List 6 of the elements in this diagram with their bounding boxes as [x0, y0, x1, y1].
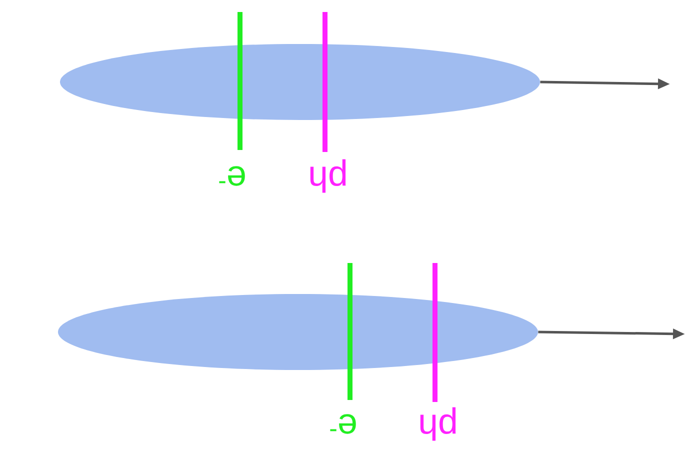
ellipse: [60, 44, 540, 120]
bar-label: e$^{-}$: [330, 414, 356, 434]
ellipse: [58, 294, 538, 370]
bar-label: ph: [310, 159, 346, 193]
bar-label: ph: [420, 407, 456, 441]
bar-label: e$^{-}$: [219, 166, 245, 186]
